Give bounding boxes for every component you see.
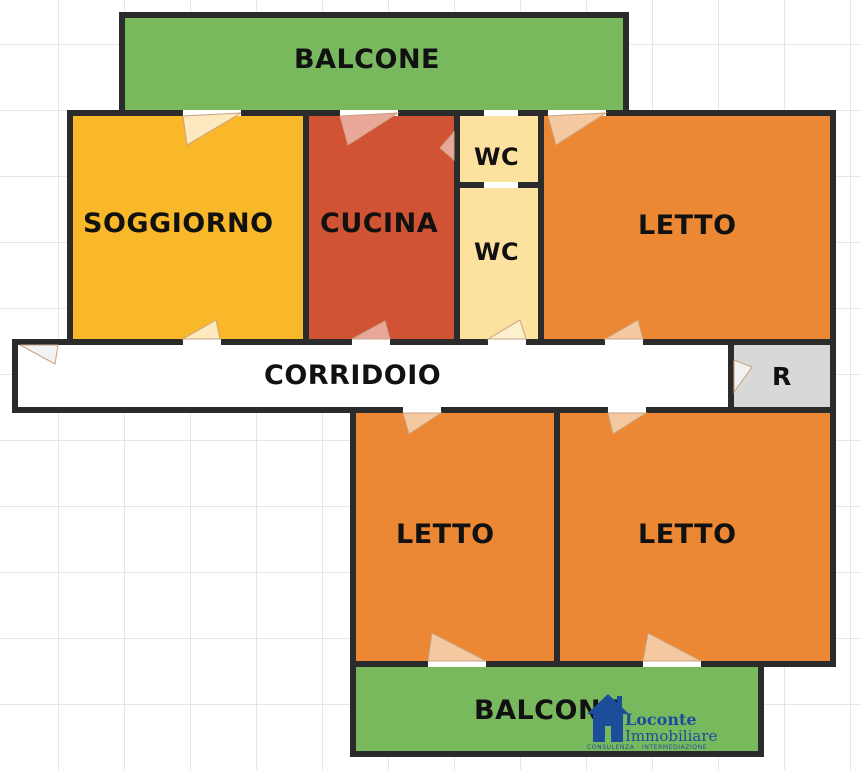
letto-room-bottom-left bbox=[350, 407, 560, 667]
door-gap bbox=[548, 110, 606, 116]
house-icon bbox=[587, 694, 629, 742]
corridoio-label: CORRIDOIO bbox=[264, 360, 442, 391]
door-gap bbox=[183, 339, 221, 345]
corridoio-room bbox=[12, 339, 738, 413]
letto-bottom-left-label: LETTO bbox=[396, 519, 495, 550]
letto-bottom-right-label: LETTO bbox=[638, 519, 737, 550]
door-gap bbox=[484, 110, 518, 116]
door-gap bbox=[484, 182, 518, 188]
door-gap bbox=[643, 661, 701, 667]
soggiorno-room bbox=[67, 110, 309, 345]
door-gap bbox=[352, 339, 390, 345]
door-gap bbox=[605, 339, 643, 345]
wc-bottom-label: WC bbox=[474, 238, 520, 266]
wc-top-label: WC bbox=[474, 143, 520, 171]
letto-room-bottom-right bbox=[554, 407, 836, 667]
door-gap bbox=[183, 110, 241, 116]
door-gap bbox=[428, 661, 486, 667]
door-gap bbox=[608, 407, 646, 413]
ripostiglio-label: R bbox=[772, 362, 792, 391]
logo-tagline: CONSULENZA · INTERMEDIAZIONE bbox=[587, 744, 708, 751]
door-gap bbox=[340, 110, 398, 116]
door-gap bbox=[488, 339, 526, 345]
letto-top-label: LETTO bbox=[638, 210, 737, 241]
logo-subtitle: Immobiliare bbox=[625, 727, 718, 745]
letto-room-top bbox=[538, 110, 836, 345]
loconte-logo: Loconte Immobiliare CONSULENZA · INTERME… bbox=[585, 690, 725, 752]
cucina-label: CUCINA bbox=[320, 208, 439, 239]
door-gap bbox=[403, 407, 441, 413]
balcone-top-label: BALCONE bbox=[294, 44, 440, 75]
soggiorno-label: SOGGIORNO bbox=[83, 208, 274, 239]
logo-name: Loconte bbox=[625, 710, 697, 729]
balcone-bottom bbox=[350, 661, 764, 757]
